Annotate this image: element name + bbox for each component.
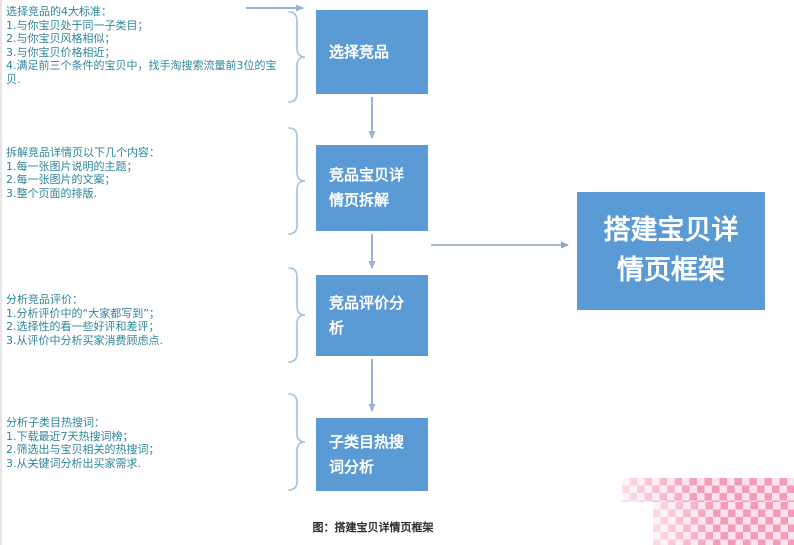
annotation-line: 1.分析评价中的“大家都写到”； — [6, 306, 160, 320]
step-box-keyword-analysis: 子类目热搜词分析 — [316, 418, 428, 491]
annotation-line: 2.每一张图片的文案； — [6, 173, 116, 186]
step-label: 竞品宝贝详情页拆解 — [329, 166, 405, 209]
annotation-line: 2.选择性的看一些好评和差评； — [6, 320, 160, 333]
annotation-block-detail-page: 拆解竞品详情页以下几个内容： 1.每一张图片说明的主题； 2.每一张图片的文案；… — [6, 146, 290, 200]
annotation-title: 选择竞品的4大标准： — [6, 5, 112, 18]
result-box: 搭建宝贝详情页框架 — [577, 192, 765, 310]
annotation-line: 1.下载最近7天热搜词榜； — [6, 429, 134, 443]
watermark-pattern — [653, 502, 794, 545]
annotation-block-competitor-criteria: 选择竞品的4大标准： 1.与你宝贝处于同一子类目； 2.与你宝贝风格相似； 3.… — [6, 5, 290, 86]
curly-brace-icon — [288, 127, 306, 235]
curly-brace-icon — [288, 393, 306, 491]
annotation-line: 3.从关键词分析出买家需求. — [6, 456, 141, 470]
step-label: 选择竞品 — [329, 42, 390, 61]
annotation-title: 拆解竞品详情页以下几个内容： — [6, 146, 160, 159]
annotation-line: 2.与你宝贝风格相似； — [6, 32, 116, 45]
annotation-line: 3.从评价中分析买家消费顾虑点. — [6, 333, 163, 347]
step-box-detail-page-breakdown: 竞品宝贝详情页拆解 — [316, 145, 428, 231]
annotation-line: 3.与你宝贝价格相近； — [6, 45, 116, 59]
left-edge-divider — [0, 0, 2, 545]
annotation-block-hot-keywords: 分析子类目热搜词： 1.下载最近7天热搜词榜； 2.筛选出与宝贝相关的热搜词； … — [6, 416, 290, 470]
annotation-title: 分析竞品评价： — [6, 293, 83, 306]
step-label: 竞品评价分析 — [329, 293, 405, 337]
annotation-line: 1.每一张图片说明的主题； — [6, 159, 138, 173]
annotation-block-reviews: 分析竞品评价： 1.分析评价中的“大家都写到”； 2.选择性的看一些好评和差评；… — [6, 293, 290, 347]
curly-brace-icon — [288, 267, 306, 363]
curly-brace-icon — [288, 11, 306, 103]
annotation-title: 分析子类目热搜词： — [6, 416, 105, 429]
step-box-review-analysis: 竞品评价分析 — [316, 275, 428, 356]
annotation-line: 2.筛选出与宝贝相关的热搜词； — [6, 443, 160, 456]
diagram-caption: 图：搭建宝贝详情页框架 — [312, 521, 434, 534]
result-label: 搭建宝贝详情页框架 — [603, 215, 739, 286]
annotation-line: 4.满足前三个条件的宝贝中，找手淘搜索流量前3位的宝贝. — [6, 59, 277, 86]
annotation-line: 3.整个页面的排版. — [6, 186, 97, 200]
watermark-pattern — [622, 478, 794, 502]
step-box-select-competitor: 选择竞品 — [316, 10, 428, 94]
annotation-line: 1.与你宝贝处于同一子类目； — [6, 18, 149, 32]
step-label: 子类目热搜词分析 — [329, 432, 405, 476]
